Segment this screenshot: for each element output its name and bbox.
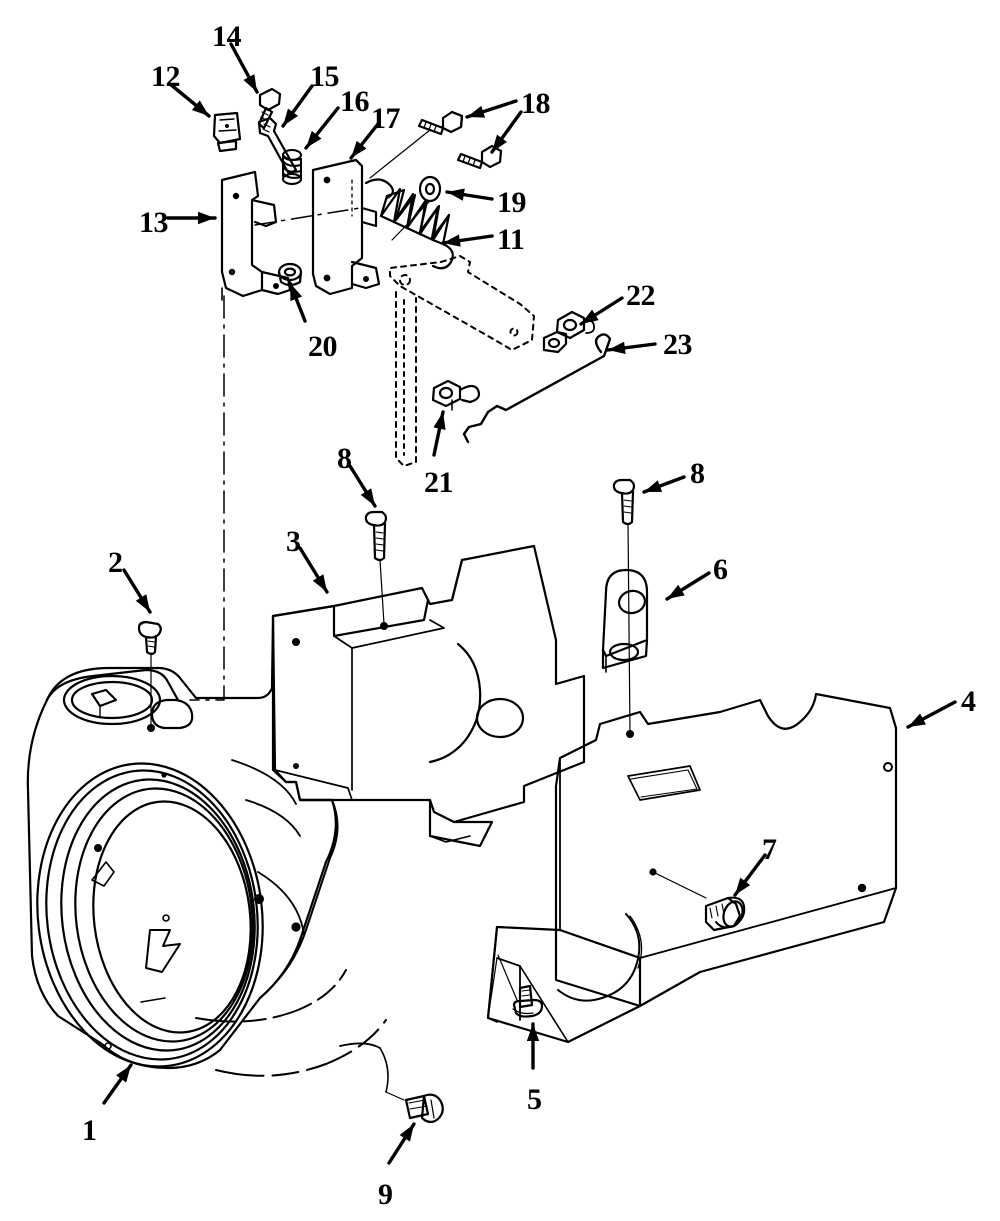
arrow-head-hex-bolts-pair: [467, 105, 486, 118]
callout-arrows: [102, 42, 957, 1165]
callout-number-20: 20: [308, 330, 338, 363]
bolt-assembly-leaders: [369, 129, 431, 241]
alignment-line-2: [254, 207, 361, 226]
part-swivel-clamp-upper: [542, 310, 595, 354]
part-pivot-pin: [257, 116, 298, 176]
arrow-head-bolt-right-shroud: [644, 480, 663, 492]
arrow-head-mounting-bracket-tab: [667, 584, 685, 599]
callout-number-4: 4: [961, 685, 976, 718]
arrow-head-clip-retainer: [191, 100, 209, 116]
arrow-head-compression-spring: [306, 130, 322, 148]
arrow-head-swivel-clamp-lower: [433, 412, 446, 430]
part-control-rod: [462, 333, 612, 444]
part-bell-housing: [26, 614, 389, 1093]
arrow-head-mounting-plate: [351, 140, 367, 158]
part-hex-bolt-lower: [456, 144, 503, 170]
callout-number-15: 15: [310, 60, 340, 93]
callout-number-18: 18: [521, 87, 551, 120]
arrow-head-spacer-bushing: [290, 283, 303, 302]
part-flange-bolt-right: [704, 896, 746, 932]
arrow-head-control-bracket-plate: [198, 211, 215, 225]
part-mounting-bracket-tab: [601, 568, 649, 673]
part-bolt-left-shroud: [364, 510, 388, 630]
callout-number-9: 9: [378, 1178, 393, 1211]
part-right-shroud-panel: [554, 692, 898, 1008]
part-air-baffle: [486, 913, 643, 1044]
part-screw-lower-left: [385, 1091, 444, 1124]
arrow-head-flat-washer: [447, 188, 465, 201]
callout-number-1: 1: [82, 1114, 97, 1147]
arrow-head-flange-bolt-right: [735, 877, 751, 895]
arrow-head-swivel-clamp-upper: [581, 309, 599, 324]
callout-number-17: 17: [371, 102, 401, 135]
callout-number-12: 12: [151, 60, 181, 93]
part-clip-retainer: [212, 111, 242, 153]
callout-number-16: 16: [340, 85, 370, 118]
part-mounting-plate: [311, 158, 381, 296]
callout-number-19: 19: [497, 186, 527, 219]
callout-number-21: 21: [424, 466, 454, 499]
arrow-head-screw-lower-left: [399, 1124, 414, 1142]
arrow-head-bell-housing: [116, 1065, 131, 1083]
arrow-head-right-shroud-panel: [908, 713, 926, 727]
callout-number-11: 11: [497, 223, 525, 256]
callout-number-13: 13: [139, 206, 169, 239]
part-screw-lower-center: [497, 954, 544, 1018]
callout-number-5: 5: [527, 1083, 542, 1116]
callout-number-3: 3: [286, 525, 301, 558]
arrow-head-bolt-left-shroud: [360, 488, 375, 506]
arrow-head-hex-bolt-second-leader: [492, 134, 507, 152]
callout-number-8b: 8: [690, 457, 705, 490]
arrow-head-pivot-pin: [283, 108, 298, 126]
callout-number-22: 22: [626, 279, 656, 312]
callout-number-14: 14: [212, 20, 242, 53]
callout-number-6: 6: [713, 553, 728, 586]
callout-number-7: 7: [762, 833, 777, 866]
arrow-head-screw-upper-left: [135, 594, 150, 612]
alignment-line: [189, 295, 225, 701]
arrow-head-extension-spring: [443, 234, 461, 247]
part-shoulder-bolt: [257, 87, 282, 130]
callout-number-8: 8: [337, 442, 352, 475]
arrow-head-shoulder-bolt: [243, 74, 257, 92]
part-flat-washer: [418, 175, 442, 203]
part-hex-bolt-upper: [417, 110, 464, 136]
part-swivel-clamp-lower: [431, 379, 481, 411]
callout-number-2: 2: [108, 546, 123, 579]
phantom-lever-arm: [389, 255, 535, 467]
callout-number-23: 23: [663, 328, 693, 361]
part-bolt-right-shroud: [612, 478, 636, 738]
part-compression-spring: [282, 149, 302, 185]
arrow-head-left-shroud-panel: [312, 574, 327, 592]
arrow-head-screw-lower-center: [526, 1024, 540, 1041]
arrow-head-control-rod: [608, 341, 626, 354]
